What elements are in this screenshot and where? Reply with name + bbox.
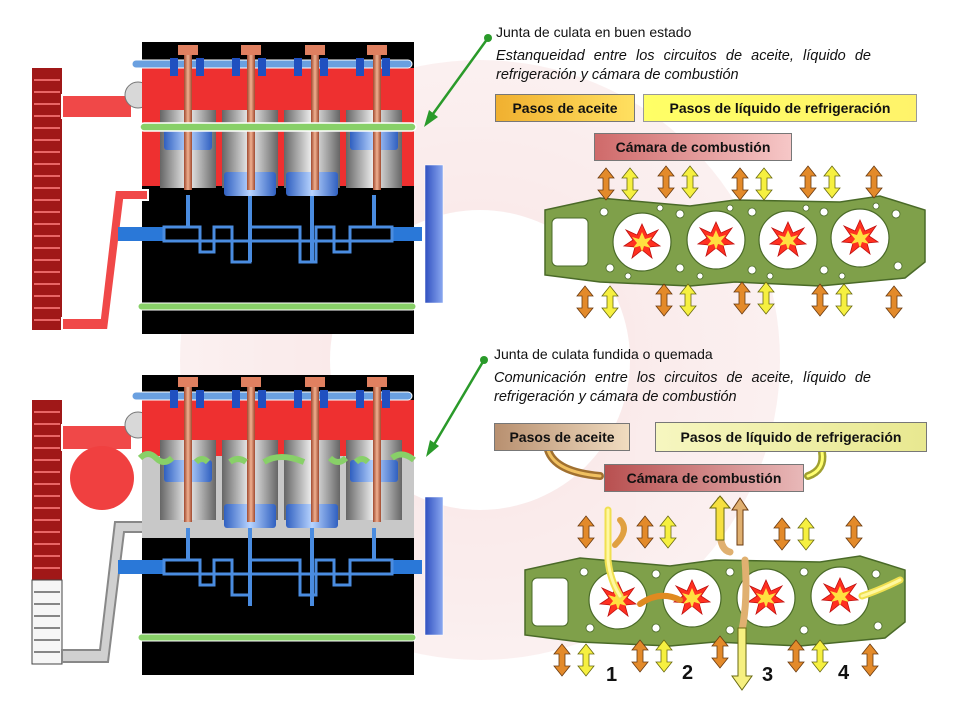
- timing-belt-upper: [61, 94, 133, 119]
- oil-pan-seal: [137, 633, 417, 642]
- label-combustion-chamber: Cámara de combustión: [604, 464, 804, 492]
- timing-belt-upper: [61, 424, 133, 451]
- broken-gasket-pieces: [137, 451, 416, 465]
- label-coolant-passages: Pasos de líquido de refrigeración: [643, 94, 917, 122]
- cylinder-number-3: 3: [762, 664, 774, 686]
- timing-belt-lower: [61, 521, 149, 663]
- label-connectors: [544, 446, 827, 480]
- cylinder-number-2: 2: [682, 662, 694, 684]
- valves: [170, 390, 390, 408]
- flywheel: [32, 68, 62, 330]
- engine-diagram-failed: [31, 375, 444, 675]
- valves: [170, 58, 390, 76]
- flywheel: [32, 400, 62, 580]
- crank-gear: [424, 496, 444, 636]
- flywheel-cold: [31, 579, 63, 665]
- crank-gear: [424, 164, 444, 304]
- leaking-oil-blob: [70, 446, 134, 510]
- big-leak-arrow-bottom: [731, 627, 753, 691]
- label-oil-passages: Pasos de aceite: [494, 423, 630, 451]
- cylinder-number-1: 1: [606, 664, 618, 686]
- label-coolant-passages: Pasos de líquido de refrigeración: [655, 422, 927, 452]
- title-good-gasket: Junta de culata en buen estado: [496, 24, 692, 40]
- flywheel-teeth: [34, 411, 60, 569]
- cylinder-number-4: 4: [838, 662, 850, 684]
- crankshaft: [118, 528, 422, 606]
- pistons: [164, 460, 398, 528]
- label-combustion-chamber: Cámara de combustión: [594, 133, 792, 161]
- leader-arrow-top: [424, 34, 492, 127]
- description-good-gasket: Estanqueidad entre los circuitos de acei…: [496, 48, 871, 83]
- label-oil-passages: Pasos de aceite: [495, 94, 635, 122]
- leader-arrow-bottom: [426, 356, 488, 457]
- crankshaft: [118, 195, 422, 264]
- big-leak-arrow-top: [708, 495, 749, 546]
- gasket-good: [544, 165, 926, 319]
- timing-belt-lower: [61, 189, 149, 331]
- head-bolts: [178, 377, 387, 522]
- description-blown-gasket: Comunicación entre los circuitos de acei…: [494, 370, 871, 405]
- flywheel-teeth: [34, 79, 60, 321]
- oil-pan-seal: [137, 302, 417, 311]
- head-gasket: [139, 122, 417, 132]
- leak-paths: [604, 496, 904, 634]
- engine-diagram-good: [32, 42, 444, 334]
- title-blown-gasket: Junta de culata fundida o quemada: [494, 346, 713, 362]
- gasket-failed: [524, 495, 906, 691]
